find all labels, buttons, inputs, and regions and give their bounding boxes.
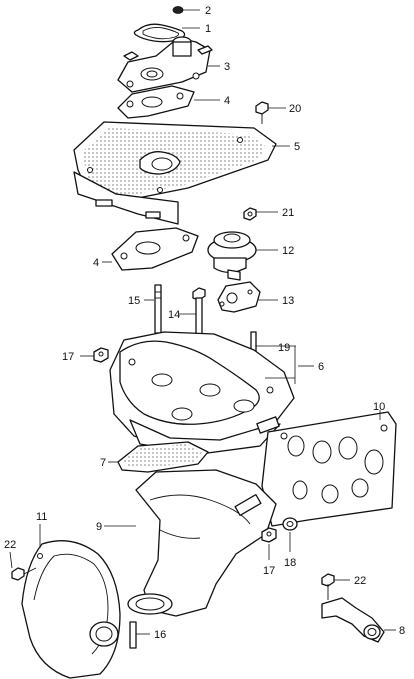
part-nut-17-upper [93, 347, 109, 363]
part-egr-valve-12 [207, 231, 257, 281]
leader-lines [9, 9, 396, 635]
callout-1: 1 [205, 23, 211, 35]
callout-20: 20 [289, 103, 301, 115]
callout-labels: 2 1 3 4 20 5 21 12 4 15 14 13 17 19 6 10… [4, 5, 405, 641]
callout-12: 12 [282, 245, 294, 257]
part-bolt-22-right [321, 573, 335, 600]
part-gasket-7 [117, 441, 209, 473]
part-bracket-8 [321, 597, 385, 643]
callout-5: 5 [294, 141, 300, 153]
part-cap-2 [172, 6, 184, 14]
part-gasket-4-lower [111, 227, 199, 271]
callout-2: 2 [205, 5, 211, 17]
callout-13: 13 [282, 295, 294, 307]
part-bolt-22-left [11, 567, 37, 581]
part-cover-11 [21, 540, 121, 679]
callout-11: 11 [36, 511, 47, 523]
callout-19: 19 [278, 342, 290, 354]
callout-14: 14 [168, 309, 180, 321]
callout-9: 9 [96, 521, 102, 533]
part-nut-17-lower [261, 527, 277, 543]
part-washer-18 [282, 517, 298, 531]
callout-16: 16 [154, 629, 166, 641]
callout-4-lower: 4 [93, 257, 99, 269]
callout-18: 18 [284, 557, 296, 569]
part-stud-16 [129, 621, 137, 649]
part-stud-15 [154, 284, 162, 334]
callout-17-lower: 17 [263, 565, 275, 577]
part-exhaust-gasket-10 [261, 411, 397, 527]
callout-15: 15 [128, 295, 140, 307]
part-manifold-6 [109, 331, 295, 455]
callout-4-upper: 4 [224, 95, 230, 107]
part-gasket-4-upper [117, 85, 195, 119]
callout-3: 3 [224, 61, 230, 73]
callout-22-left: 22 [4, 539, 16, 551]
callout-6: 6 [318, 361, 324, 373]
part-bolt-20 [255, 101, 269, 124]
part-nut-21 [243, 207, 257, 221]
part-housing-3 [117, 36, 213, 93]
part-egr-gasket-13 [217, 281, 261, 313]
part-heat-shield-5 [73, 121, 277, 225]
part-exhaust-lower-9 [127, 469, 277, 617]
callout-10: 10 [373, 401, 385, 413]
callout-8: 8 [399, 625, 405, 637]
callout-22-right: 22 [354, 575, 366, 587]
callout-17-upper: 17 [62, 351, 74, 363]
callout-21: 21 [282, 207, 294, 219]
callout-7: 7 [100, 457, 106, 469]
